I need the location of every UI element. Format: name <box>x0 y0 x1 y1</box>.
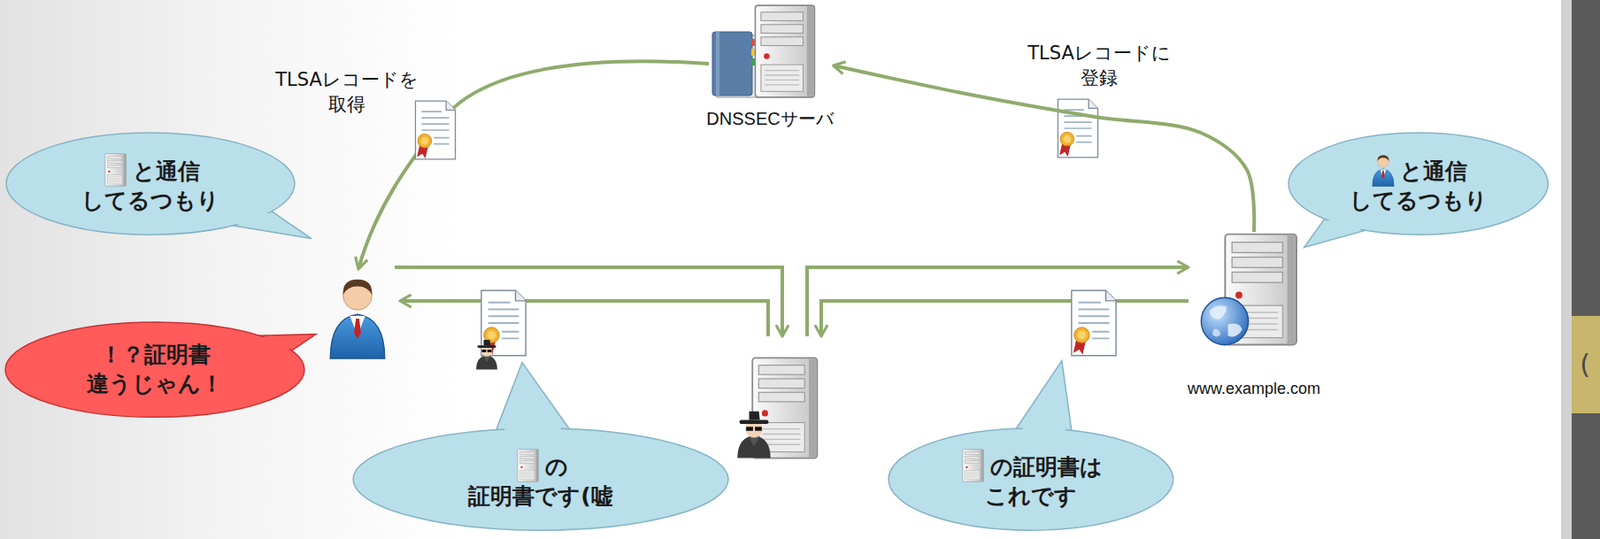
reply-arrow <box>821 300 1189 337</box>
bubble-shape <box>887 427 1175 531</box>
inline-icon <box>101 153 131 187</box>
fetch-arrow <box>358 61 709 270</box>
registration-arrow <box>833 65 1255 232</box>
server-icon <box>1199 231 1309 349</box>
device-figure <box>712 31 759 98</box>
side-band <box>1561 0 1572 539</box>
bubble-text: と通信 してるつもり <box>1349 158 1488 214</box>
device-figure <box>754 5 815 98</box>
bubble-text: と通信 してるつもり <box>81 158 220 214</box>
device-figure <box>1200 297 1248 345</box>
speech-bubble: の証明書は これです <box>887 427 1175 531</box>
bubble-shape <box>4 321 306 418</box>
device-label: www.example.com <box>1187 378 1321 400</box>
attacker-figure <box>737 411 770 459</box>
user-figure <box>330 279 385 359</box>
fake-mark <box>476 339 498 370</box>
bubble-content: ！？証明書 違うじゃん！ <box>75 340 235 399</box>
server-device: www.example.com <box>1187 231 1321 400</box>
bubble-outline <box>353 428 729 531</box>
bubble-joint <box>252 335 297 352</box>
server-device: DNSSECサーバ <box>706 3 833 131</box>
bubble-content: の証明書は これです <box>942 448 1120 512</box>
flow-label: TLSAレコードを 取得 <box>269 67 425 118</box>
bubble-content: と通信 してるつもり <box>70 153 231 216</box>
bubble-outline <box>1288 132 1548 235</box>
inline-icon-figure <box>104 153 126 185</box>
bubble-outline <box>888 428 1174 531</box>
bubble-text: ！？証明書 違うじゃん！ <box>86 341 224 397</box>
inline-icon <box>959 448 988 483</box>
inline-icon-figure <box>516 448 539 481</box>
connectors <box>833 65 1255 232</box>
speech-bubble: と通信 してるつもり <box>5 131 296 236</box>
bubble-tail <box>1015 361 1072 431</box>
bubble-text: の証明書は これです <box>984 453 1103 509</box>
inline-icon <box>514 448 543 483</box>
bubble-joint <box>1323 216 1368 232</box>
inline-icon <box>1369 153 1398 187</box>
speech-bubble: と通信 してるつもり <box>1287 131 1549 236</box>
bubble-outline <box>5 322 305 417</box>
bubble-shape <box>1287 131 1549 236</box>
request-arrow <box>394 267 783 337</box>
server-icon <box>707 3 832 100</box>
bubble-content: と通信 してるつもり <box>1338 153 1499 216</box>
real-certificate <box>1071 290 1116 355</box>
bubble-joint <box>504 425 562 435</box>
inline-icon-figure <box>1372 154 1394 186</box>
speech-bubble: ！？証明書 違うじゃん！ <box>4 321 306 418</box>
bubble-shape <box>5 131 296 236</box>
bubble-tail <box>496 362 570 431</box>
relay-arrow <box>807 267 1189 337</box>
bubble-joint <box>1021 425 1066 436</box>
fake-reply-arrow <box>400 300 769 337</box>
bubble-shape <box>352 427 730 531</box>
bubble-content: の 証明書です(嘘 <box>461 448 621 512</box>
edge-label: TLSAレコードに 登録 <box>1023 40 1175 92</box>
tlsa-certificate <box>415 100 455 160</box>
speech-bubble: の 証明書です(嘘 <box>352 427 730 531</box>
bubble-outline <box>6 132 295 235</box>
bubble-joint <box>228 209 275 227</box>
inline-icon-figure <box>962 448 985 481</box>
tlsa-certificate <box>1057 99 1098 158</box>
page-mark: ( <box>1579 346 1591 384</box>
side-bar <box>1571 0 1600 539</box>
bubble-text: の 証明書です(嘘 <box>468 453 613 509</box>
device-label: DNSSECサーバ <box>706 107 833 131</box>
